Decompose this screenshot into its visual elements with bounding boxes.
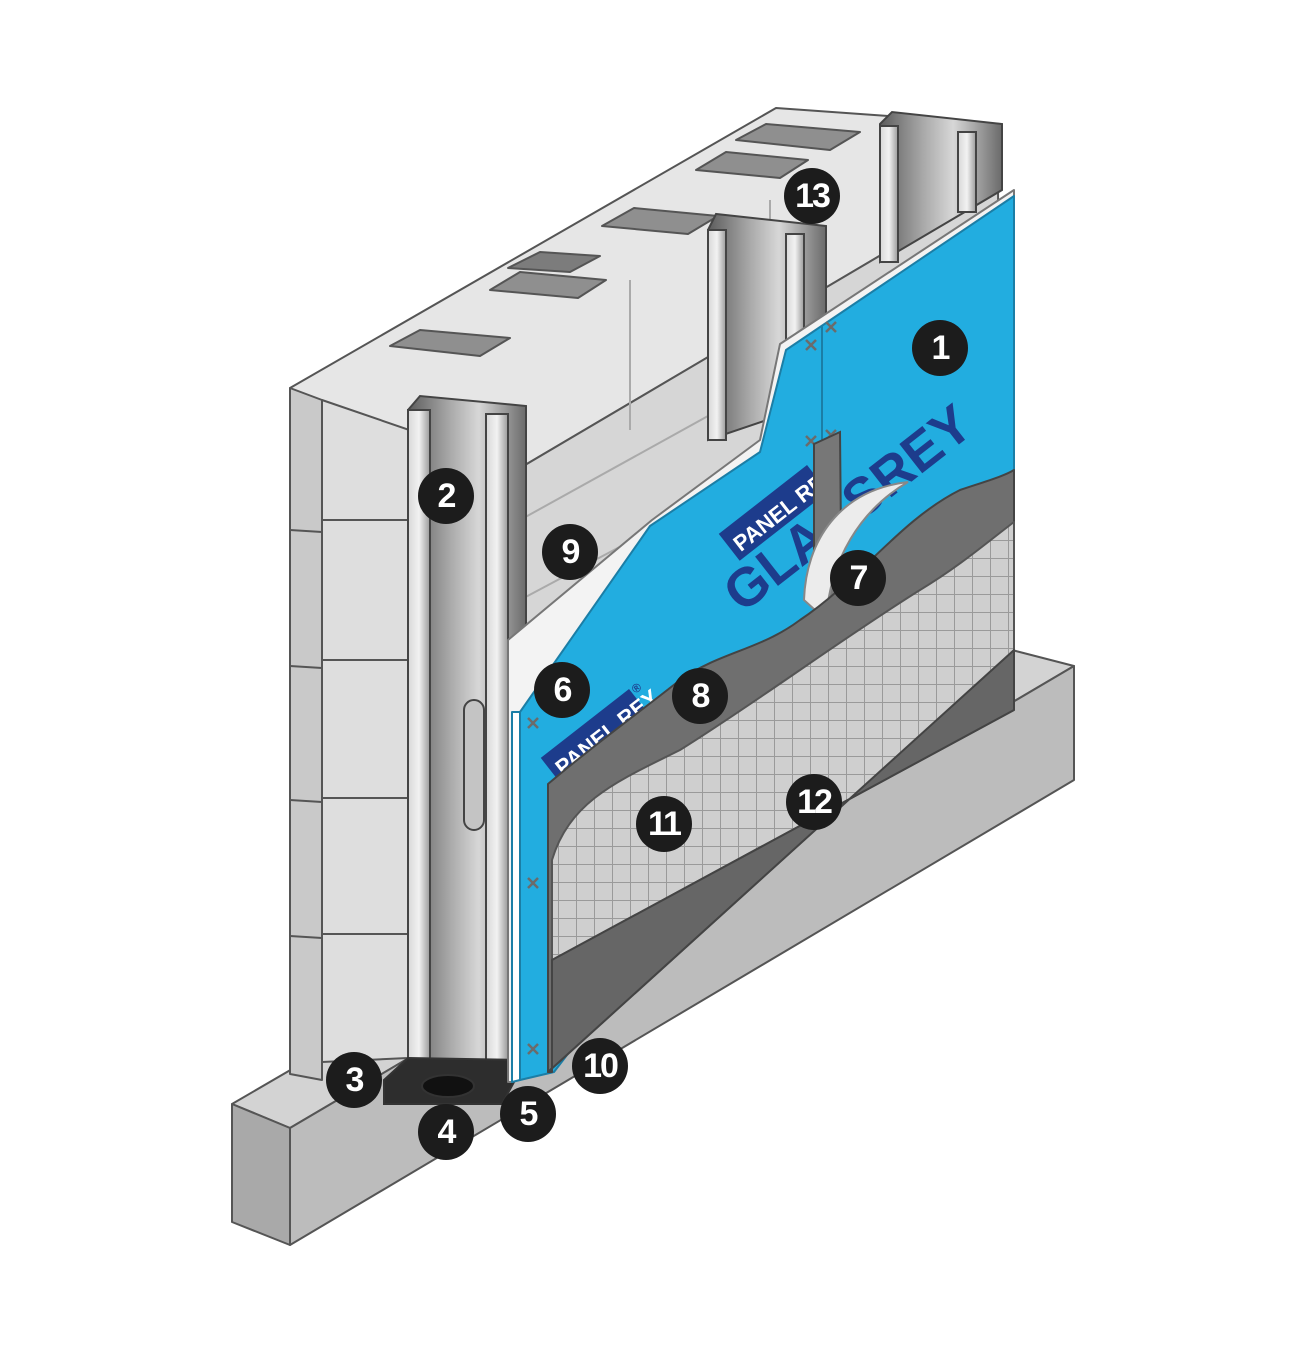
callout-4-label: 4 [437,1113,457,1151]
callout-7-label: 7 [849,559,869,597]
callout-12-label: 12 [797,783,833,821]
callout-12: 12 [786,774,842,830]
callout-6: 6 [534,662,590,718]
callout-9-label: 9 [561,533,581,571]
callout-2: 2 [418,468,474,524]
callout-8: 8 [672,668,728,724]
callout-3: 3 [326,1052,382,1108]
callout-2-label: 2 [437,477,457,515]
callout-11: 11 [636,796,692,852]
callout-8-label: 8 [691,677,711,715]
callout-1: 1 [912,320,968,376]
callout-3-label: 3 [345,1061,365,1099]
steel-stud-front [407,394,527,1064]
callout-6-label: 6 [553,671,573,709]
callout-4: 4 [418,1104,474,1160]
callout-11-label: 11 [648,805,682,843]
callout-5: 5 [500,1086,556,1142]
bottom-track [383,1056,528,1105]
fasteners [527,321,837,1055]
callout-1-label: 1 [931,329,951,367]
callout-10-label: 10 [583,1047,619,1085]
callout-7: 7 [830,550,886,606]
callout-10: 10 [572,1038,628,1094]
finish-coat [547,649,1015,1073]
callout-13: 13 [784,168,840,224]
callout-13-label: 13 [795,177,831,215]
callout-9: 9 [542,524,598,580]
callout-5-label: 5 [519,1095,539,1133]
